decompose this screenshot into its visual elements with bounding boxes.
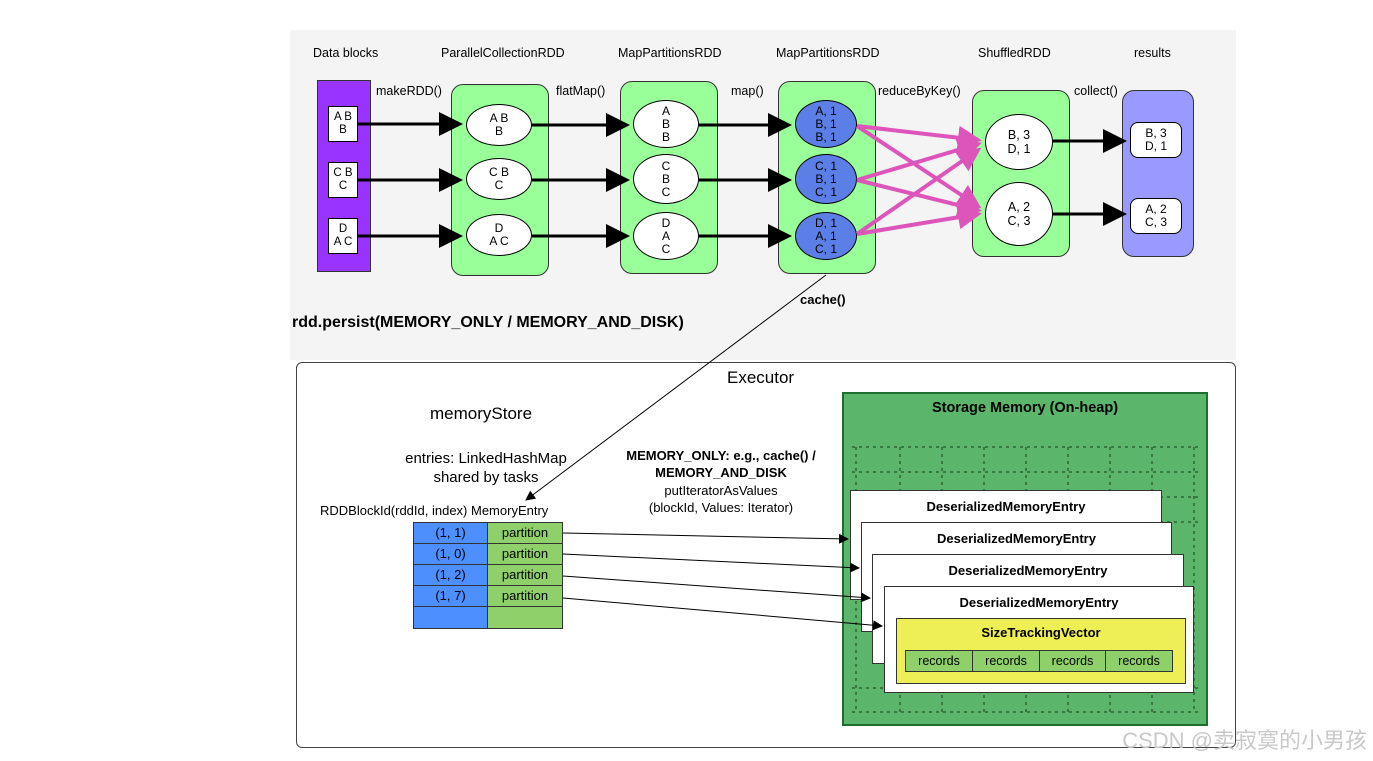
block-id-cell: (1, 1): [413, 522, 488, 544]
arrow-shuffle-3a: [855, 147, 982, 236]
block-id-cell: (1, 2): [413, 564, 488, 586]
flatmap-partition: C B C: [633, 154, 699, 204]
op-collect: collect(): [1074, 84, 1118, 98]
arrow-shuffle-3b: [856, 205, 982, 236]
data-block: C B C: [328, 162, 358, 198]
entry-title: DeserializedMemoryEntry: [959, 595, 1119, 610]
block-id-cell: (1, 7): [413, 585, 488, 607]
data-block: D A C: [328, 218, 358, 254]
entry-title: DeserializedMemoryEntry: [937, 531, 1096, 546]
result-partition: A, 2 C, 3: [1130, 198, 1182, 234]
header-data-blocks: Data blocks: [313, 46, 379, 60]
arrow-entry-3: [562, 575, 871, 603]
header-shuffled-rdd: ShuffledRDD: [978, 46, 1051, 60]
entries-line-2: shared by tasks: [433, 469, 539, 486]
result-partition: B, 3 D, 1: [1130, 122, 1182, 158]
records-cell: records: [1039, 650, 1106, 672]
arrow-shuffle-2b: [856, 178, 982, 217]
arrow-entry-4: [562, 597, 883, 631]
op-map: map(): [731, 84, 764, 98]
arrow-entry-1: [562, 532, 849, 544]
map-partition: A, 1 B, 1 B, 1: [795, 100, 857, 148]
watermark: CSDN @卖寂寞的小男孩: [1122, 728, 1367, 753]
mode-line-2: MEMORY_AND_DISK: [655, 465, 787, 480]
memory-store-title: memoryStore: [430, 404, 533, 423]
map-partition: C, 1 B, 1 C, 1: [795, 154, 857, 204]
map-partition: D, 1 A, 1 C, 1: [795, 212, 857, 260]
storage-memory-title: Storage Memory (On-heap): [931, 400, 1119, 416]
memory-entry-cell-empty: [487, 606, 563, 629]
entry-title: DeserializedMemoryEntry: [926, 499, 1086, 514]
flatmap-partition: A B B: [633, 100, 699, 148]
arrow-shuffle-1b: [855, 124, 982, 209]
mode-line-3: putIteratorAsValues: [664, 483, 778, 498]
arrow-shuffle-1a: [856, 124, 982, 150]
executor-title: Executor: [727, 368, 795, 387]
header-map-partitions-rdd-2: MapPartitionsRDD: [776, 46, 880, 60]
entry-title: DeserializedMemoryEntry: [948, 563, 1108, 578]
shuffled-partition: B, 3 D, 1: [985, 114, 1053, 170]
records-cell: records: [972, 650, 1040, 672]
data-block: A B B: [328, 106, 358, 142]
entries-line-1: entries: LinkedHashMap: [405, 450, 567, 467]
cache-label: cache(): [800, 292, 846, 307]
arrow-cache-to-memory-store: [525, 274, 827, 501]
persist-label: rdd.persist(MEMORY_ONLY / MEMORY_AND_DIS…: [292, 314, 684, 331]
op-make-rdd: makeRDD(): [376, 84, 442, 98]
memory-entry-cell: partition: [487, 564, 563, 586]
parallel-partition: C B C: [466, 158, 532, 200]
rdd-lineage-panel: [290, 30, 1236, 360]
parallel-partition: A B B: [466, 104, 532, 146]
header-parallel-collection-rdd: ParallelCollectionRDD: [441, 46, 565, 60]
records-cell: records: [1105, 650, 1173, 672]
size-tracking-vector-title: SizeTrackingVector: [981, 625, 1101, 640]
shuffled-partition: A, 2 C, 3: [985, 182, 1053, 246]
op-reduce-by-key: reduceByKey(): [878, 84, 961, 98]
table-header: RDDBlockId(rddId, index) MemoryEntry: [320, 503, 549, 518]
mode-line-4: (blockId, Values: Iterator): [648, 500, 794, 515]
header-map-partitions-rdd-1: MapPartitionsRDD: [618, 46, 722, 60]
arrow-entry-2: [562, 553, 860, 573]
op-flat-map: flatMap(): [556, 84, 606, 98]
records-cell: records: [905, 650, 973, 672]
mode-line-1: MEMORY_ONLY: e.g., cache() /: [626, 448, 816, 463]
flatmap-partition: D A C: [633, 212, 699, 260]
parallel-partition: D A C: [466, 214, 532, 256]
header-results: results: [1134, 46, 1171, 60]
